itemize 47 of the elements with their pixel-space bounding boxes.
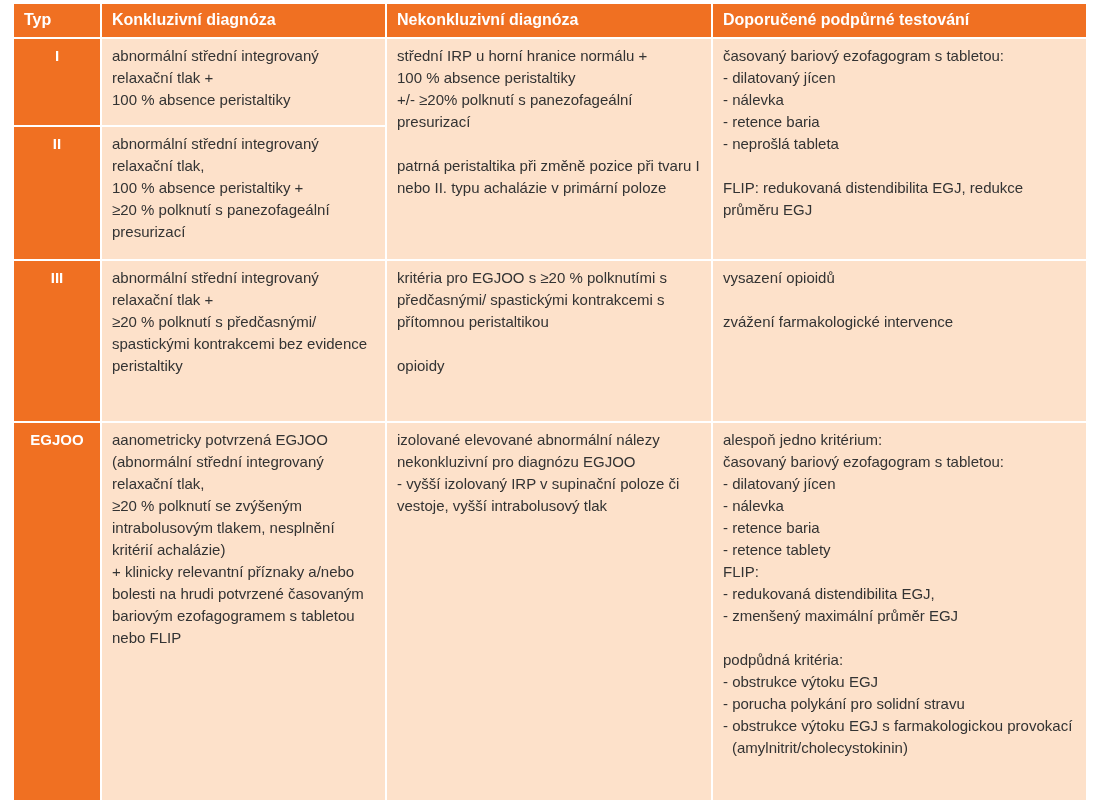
cell-text: abnormální střední integrovaný relaxační tlak + (112, 268, 320, 310)
row-header: I (14, 39, 100, 125)
cell-text: - obstrukce výtoku EGJ s farmakologickou provokací (amylnitrit/cholecystokinin) (723, 716, 1074, 758)
cell-text: - porucha polykání pro solidní stravu (723, 694, 966, 714)
cell-text: zvážení farmakologické intervence (723, 312, 955, 332)
cell-text: - retence baria (723, 112, 821, 132)
cell-text: podpůdná kritéria: (723, 650, 845, 670)
cell-text: aanometricky potvrzená EGJOO (abnormální střední integrovaný relaxační tlak, (112, 430, 329, 494)
row-header: II (14, 127, 100, 259)
row-header: III (14, 261, 100, 421)
cell-text: - retence baria (723, 518, 821, 538)
cell-text: ≥20 % polknutí s předčasnými/ spastickými kontrakcemi bez evidence peristaltiky (112, 312, 369, 376)
cell-text: FLIP: redukovaná distendibilita EGJ, redukce průměru EGJ (723, 178, 1025, 220)
cell-text: + klinicky relevantní příznaky a/nebo bolesti na hrudi potvrzené časovaným bariovým ezofagogramem s tabletou nebo FLIP (112, 562, 365, 648)
cell-text: ≥20 % polknutí s panezofageální presurizací (112, 200, 331, 242)
column-header: Typ (14, 4, 100, 37)
cell-text: - redukovaná distendibilita EGJ, (723, 584, 936, 604)
cell-text: FLIP: (723, 562, 760, 582)
cell-text: střední IRP u horní hranice normálu + (397, 46, 649, 66)
cell-text: izolované elevované abnormální nálezy nekonkluzivní pro diagnózu EGJOO (397, 430, 661, 472)
cell-text: 100 % absence peristaltiky (112, 90, 292, 110)
cell-text: ≥20 % polknutí se zvýšeným intrabolusovým tlakem, nesplnění kritérií achalázie) (112, 496, 336, 560)
cell-text: +/- ≥20% polknutí s panezofageální presurizací (397, 90, 634, 132)
cell-text: - dilatovaný jícen (723, 474, 837, 494)
cell-text: patrná peristaltika při změně pozice při tvaru I nebo II. typu achalázie v primární poloze (397, 156, 701, 198)
cell-text: alespoň jedno kritérium: (723, 430, 884, 450)
cell-text: kritéria pro EGJOO s ≥20 % polknutími s předčasnými/ spastickými kontrakcemi s přítomnou peristaltikou (397, 268, 668, 332)
cell-text: - obstrukce výtoku EGJ (723, 672, 880, 692)
cell-text: časovaný bariový ezofagogram s tabletou: (723, 452, 1005, 472)
cell-text: 100 % absence peristaltiky + (112, 178, 305, 198)
cell-text: - nálevka (723, 90, 785, 110)
cell-text: - vyšší izolovaný IRP v supinační poloze či vestoje, vyšší intrabolusový tlak (397, 474, 681, 516)
column-header: Doporučené podpůrné testování (713, 4, 1086, 37)
column-header: Nekonkluzivní diagnóza (387, 4, 711, 37)
cell-text: - dilatovaný jícen (723, 68, 837, 88)
cell-text: - nálevka (723, 496, 785, 516)
cell-text: abnormální střední integrovaný relaxační tlak, (112, 134, 320, 176)
cell-text: vysazení opioidů (723, 268, 836, 288)
cell-text: - zmenšený maximální průměr EGJ (723, 606, 960, 626)
cell-text: - neprošlá tableta (723, 134, 840, 154)
cell-text: abnormální střední integrovaný relaxační tlak + (112, 46, 320, 88)
cell-text: - retence tablety (723, 540, 832, 560)
column-header: Konkluzivní diagnóza (102, 4, 385, 37)
row-header: EGJOO (14, 423, 100, 800)
cell-text: 100 % absence peristaltiky (397, 68, 577, 88)
cell-text: časovaný bariový ezofagogram s tabletou: (723, 46, 1005, 66)
cell-text: opioidy (397, 356, 446, 376)
